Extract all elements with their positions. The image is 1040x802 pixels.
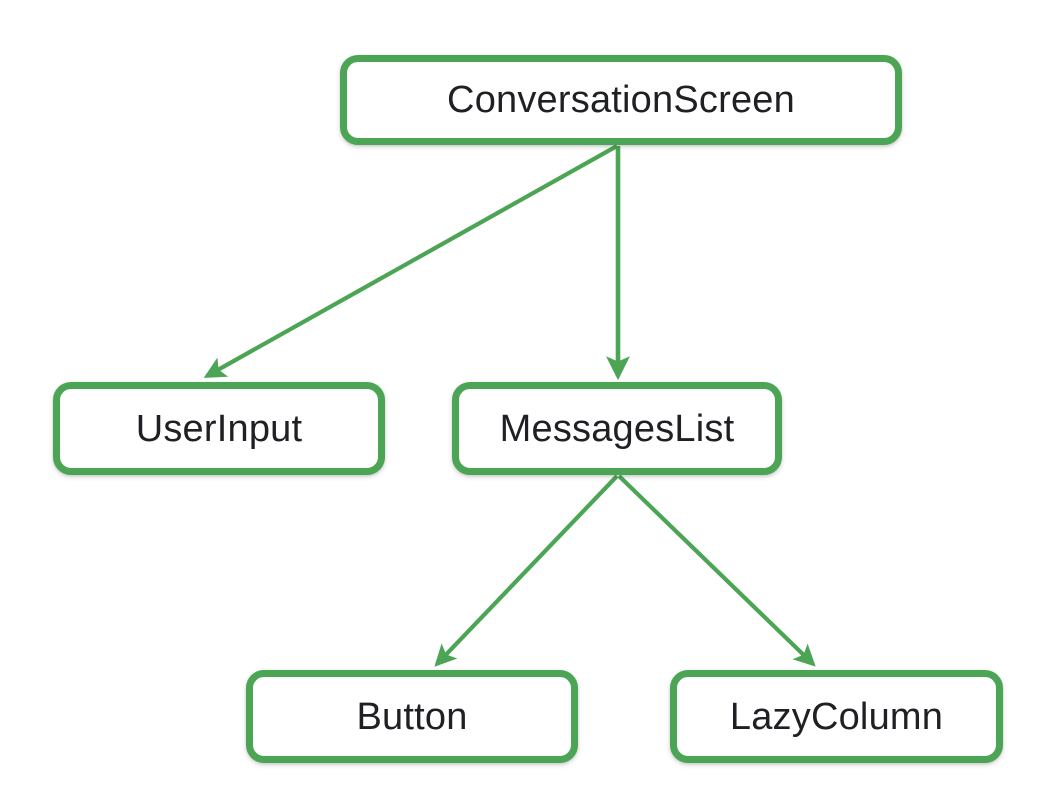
node-label: Button <box>356 695 468 738</box>
node-userinput[interactable]: UserInput <box>53 382 385 475</box>
node-conversationscreen[interactable]: ConversationScreen <box>340 55 902 145</box>
node-button[interactable]: Button <box>246 670 578 763</box>
node-label: MessagesList <box>499 407 735 450</box>
node-messageslist[interactable]: MessagesList <box>452 382 782 475</box>
edge-conversationscreen-to-userinput <box>203 144 619 378</box>
node-label: LazyColumn <box>729 695 944 738</box>
node-label: ConversationScreen <box>447 79 795 121</box>
edge-messageslist-to-button <box>434 474 619 667</box>
edge-messageslist-to-lazycolumn <box>617 474 816 667</box>
node-label: UserInput <box>135 407 303 450</box>
node-lazycolumn[interactable]: LazyColumn <box>670 670 1003 763</box>
